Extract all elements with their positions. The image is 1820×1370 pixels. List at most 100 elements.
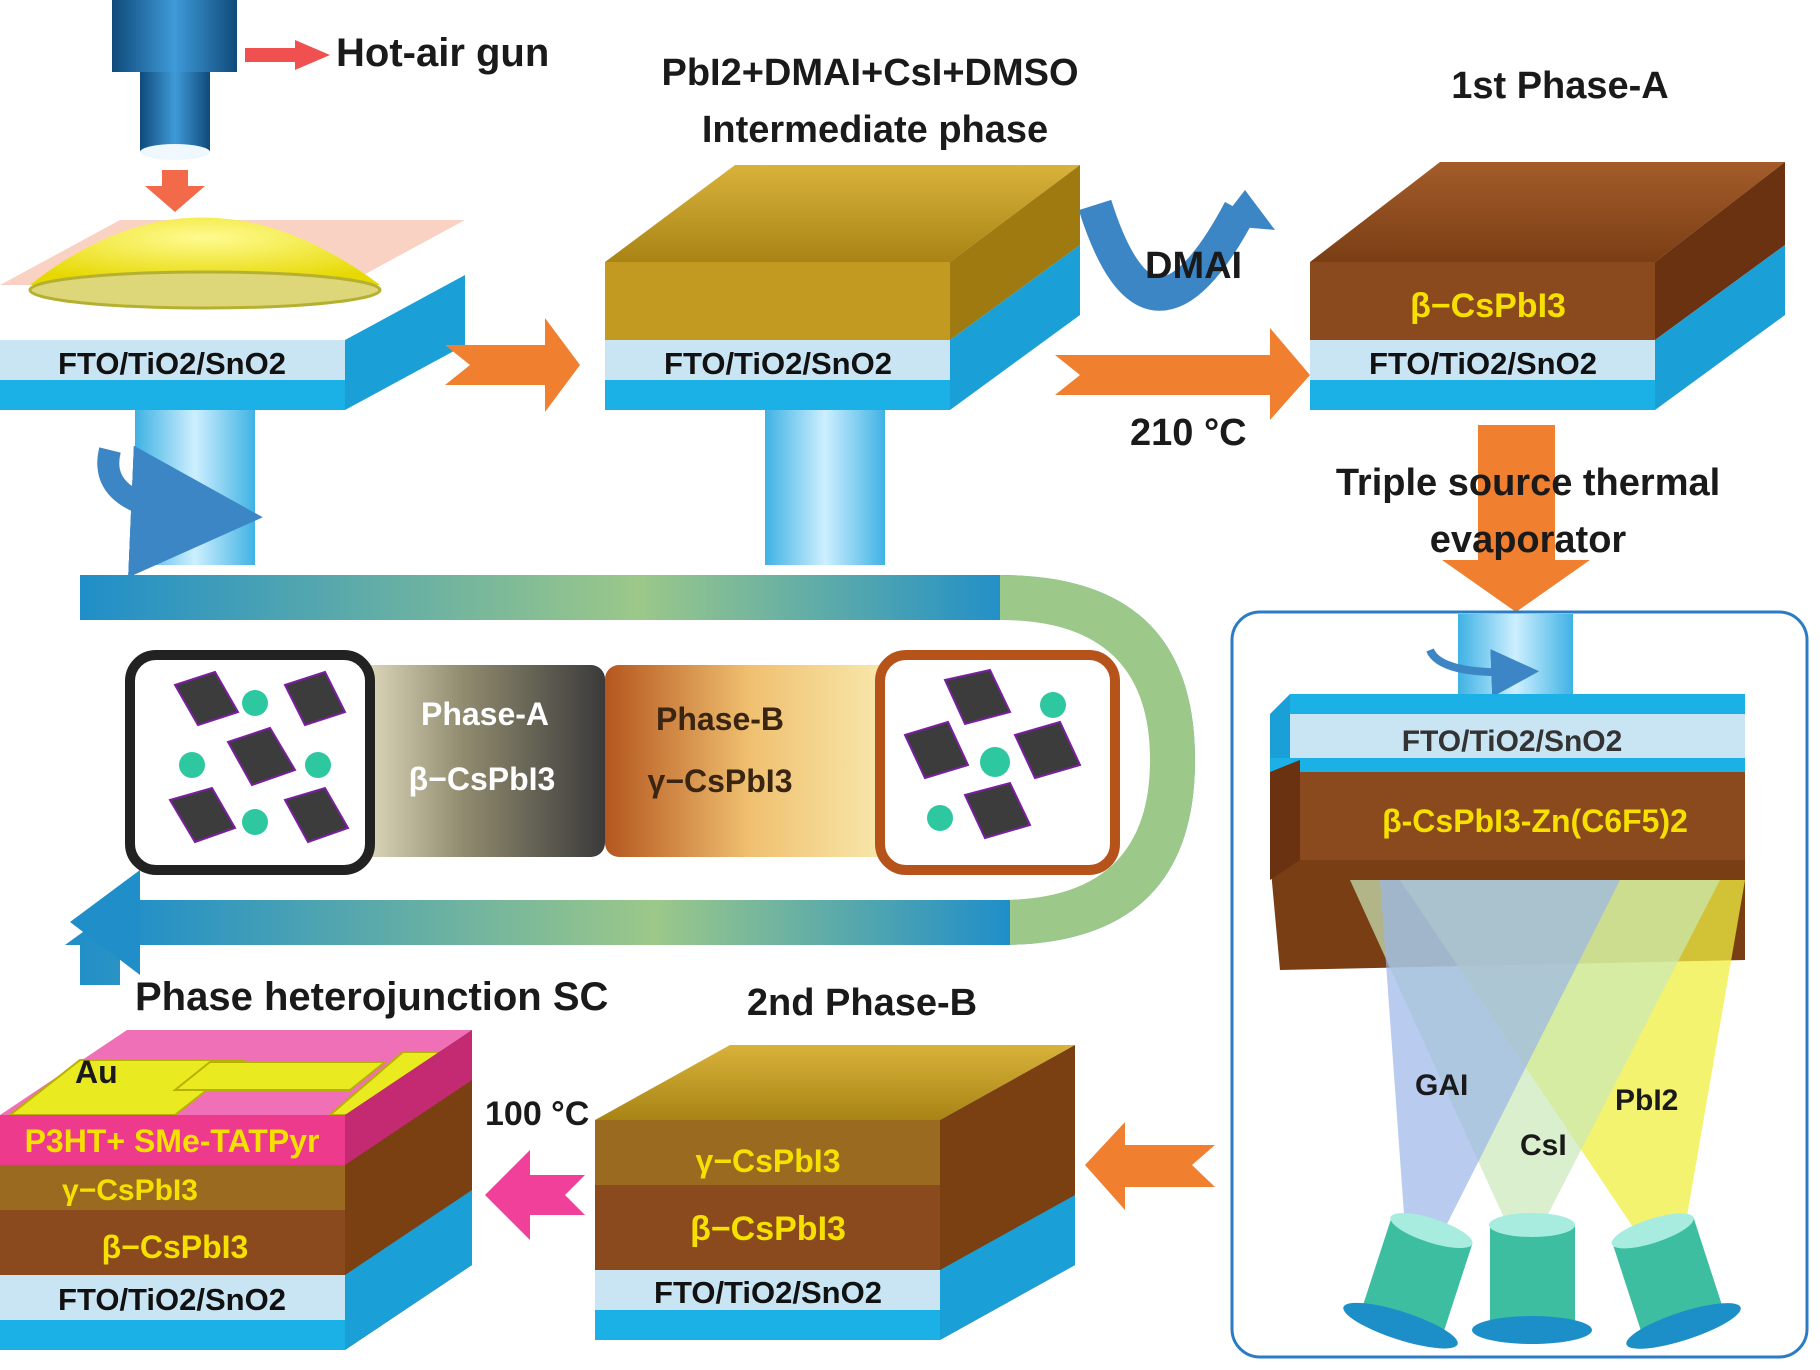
device-beta-label: β−CsPbI3	[102, 1229, 249, 1265]
u-band-arrow-head	[70, 870, 140, 975]
step2-substrate-side	[950, 245, 1080, 410]
device-htl-label: P3HT+ SMe-TATPyr	[25, 1123, 320, 1159]
step2-substrate-label: FTO/TiO2/SnO2	[664, 346, 892, 381]
evaporator-film-side	[1270, 760, 1300, 880]
device-stack: Au P3HT+ SMe-TATPyr γ−CsPbI3 β−CsPbI3 FT…	[0, 1030, 472, 1350]
step1-substrate: FTO/TiO2/SnO2	[0, 217, 465, 578]
step1-substrate-label: FTO/TiO2/SnO2	[58, 346, 286, 381]
device-substrate-label: FTO/TiO2/SnO2	[58, 1282, 286, 1317]
evaporator-chamber: FTO/TiO2/SnO2 β-CsPbI3-Zn(C6F5)2 GAI CsI…	[1230, 610, 1809, 1359]
wet-film-rim	[28, 270, 382, 310]
phase-b-gradient-panel	[605, 665, 895, 857]
step5-phase-b-stack: γ−CsPbI3 β−CsPbI3 FTO/TiO2/SnO2	[595, 1045, 1075, 1340]
step2-intermediate: PbI2+DMAI+CsI+DMSO Intermediate phase FT…	[605, 52, 1080, 565]
step3-phase-a: 1st Phase-A β−CsPbI3 FTO/TiO2/SnO2	[1310, 65, 1785, 410]
step3-film-front	[1310, 262, 1655, 340]
crucible-pbi2	[1611, 1213, 1741, 1349]
phase-b-structure-label: γ−CsPbI3	[648, 763, 793, 799]
source-csi-label: CsI	[1520, 1129, 1567, 1162]
phase-a-crystal-structure	[125, 650, 375, 875]
phase-transition-band: Phase-A β−CsPbI3 Phase-B γ−CsPbI3	[65, 575, 1195, 985]
arrow-to-evaporator	[1442, 425, 1590, 612]
device-side-substrate	[345, 1190, 472, 1350]
source-pbi2-label: PbI2	[1615, 1084, 1678, 1117]
dmai-arrow-head	[1218, 190, 1275, 230]
phase-a-gradient-panel	[350, 665, 605, 857]
evaporator-film-label: β-CsPbI3-Zn(C6F5)2	[1382, 803, 1688, 839]
triple-source-label: Triple source thermal	[1336, 462, 1720, 504]
precursor-label: PbI2+DMAI+CsI+DMSO	[661, 52, 1078, 94]
arrow-step2-to-step3	[1055, 328, 1310, 420]
step2-substrate-front-light	[605, 340, 950, 380]
evaporator-substrate-light	[1290, 714, 1745, 758]
step3-film-label: β−CsPbI3	[1410, 287, 1566, 325]
crucible-csi	[1472, 1213, 1592, 1344]
hot-air-gun-outlet	[140, 144, 210, 160]
step3-substrate-front-blue	[1310, 380, 1655, 410]
step5-gamma-label: γ−CsPbI3	[696, 1143, 841, 1179]
phase-a-label: Phase-A	[421, 696, 549, 732]
temp-210-label: 210 °C	[1130, 412, 1247, 454]
step5-side-substrate	[940, 1195, 1075, 1340]
air-flow-arrow	[145, 170, 205, 212]
step1-hot-air-gun: Hot-air gun	[112, 0, 549, 212]
step5-substrate-light	[595, 1270, 940, 1310]
step5-top	[595, 1045, 1075, 1120]
step5-substrate-blue	[595, 1310, 940, 1340]
dmai-label: DMAI	[1145, 245, 1242, 287]
u-band-bottom	[120, 900, 1010, 945]
evaporator-label: evaporator	[1430, 519, 1627, 561]
step1-substrate-front-blue	[0, 380, 345, 410]
step3-substrate-front-light	[1310, 340, 1655, 380]
hot-air-gun-label: Hot-air gun	[336, 31, 549, 75]
step2-film-side	[950, 165, 1080, 340]
device-side-htl	[345, 1030, 472, 1165]
step1-rotation-arrow	[97, 445, 263, 578]
hot-air-gun-body	[112, 0, 237, 72]
device-htl-front	[0, 1115, 345, 1165]
phase-b-crystal-structure	[875, 650, 1120, 875]
device-beta-layer	[0, 1210, 345, 1275]
phase-heterojunction-label: Phase heterojunction SC	[135, 975, 608, 1019]
step2-substrate-front-blue	[605, 380, 950, 410]
arrow-evaporator-to-step5	[1085, 1122, 1215, 1210]
device-gamma-label: γ−CsPbI3	[62, 1174, 198, 1207]
step2-film-front	[605, 262, 950, 340]
hot-air-gun-nozzle	[140, 72, 210, 152]
step5-substrate-label: FTO/TiO2/SnO2	[654, 1275, 882, 1310]
u-band-top	[80, 575, 1010, 620]
step1-substrate-side	[345, 275, 465, 410]
step5-gamma-layer	[595, 1120, 940, 1185]
evaporator-substrate-label: FTO/TiO2/SnO2	[1402, 725, 1623, 758]
evaporator-substrate-blue-top	[1290, 694, 1745, 714]
second-phase-b-label: 2nd Phase-B	[747, 982, 977, 1024]
first-phase-a-label: 1st Phase-A	[1451, 65, 1669, 107]
device-substrate-blue	[0, 1320, 345, 1350]
arrow-step5-to-device	[485, 1150, 585, 1240]
temp-100-label: 100 °C	[485, 1095, 589, 1133]
step5-beta-layer	[595, 1185, 940, 1270]
step2-spin-chuck	[765, 410, 885, 565]
step3-film-top	[1310, 162, 1785, 262]
intermediate-phase-label: Intermediate phase	[702, 109, 1048, 151]
wet-film-dome	[30, 217, 380, 285]
step3-substrate-side	[1655, 245, 1785, 410]
hot-air-gun-pointer-arrow	[245, 40, 330, 70]
step1-spin-chuck	[135, 410, 255, 565]
evaporator-spindle	[1458, 614, 1573, 694]
evaporator-rotation-arrow	[1426, 648, 1540, 698]
evaporator-film-front	[1270, 772, 1745, 860]
arrow-step1-to-step2	[445, 318, 580, 412]
step2-film-top	[605, 165, 1080, 262]
dmai-curved-arrow	[1078, 199, 1256, 311]
phase-b-label: Phase-B	[656, 701, 784, 737]
step3-substrate-label: FTO/TiO2/SnO2	[1369, 346, 1597, 381]
evaporator-substrate-blue-bottom	[1270, 758, 1745, 772]
phase-a-structure-label: β−CsPbI3	[409, 761, 556, 797]
vapor-cone-gai	[1380, 880, 1620, 1228]
dmai-release: DMAI	[1078, 190, 1275, 311]
source-gai-label: GAI	[1415, 1069, 1468, 1102]
u-band-curve	[1000, 575, 1195, 945]
